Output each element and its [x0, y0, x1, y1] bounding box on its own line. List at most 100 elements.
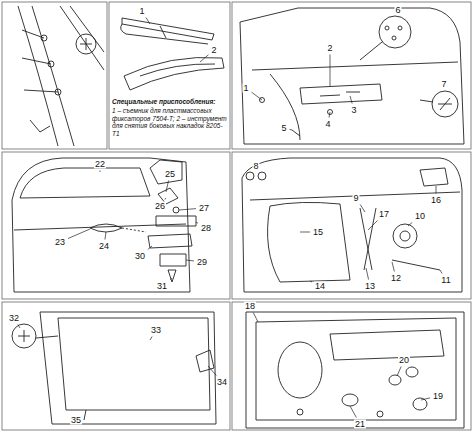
door-trim-view-stroke [270, 74, 300, 140]
callout-number: 1 [138, 7, 145, 16]
inner-door-panel [246, 312, 464, 428]
panel-frames-stroke [2, 2, 107, 149]
window-glass-view-stroke [58, 318, 210, 410]
door-exterior-view-stroke [150, 160, 182, 184]
callout-number: 13 [364, 282, 376, 291]
leader-line [186, 260, 194, 262]
a-pillar-view-stroke [32, 6, 74, 146]
leader-line [436, 186, 437, 194]
door-exterior-view [12, 158, 196, 292]
leader-line [368, 221, 378, 231]
door-exterior-view-stroke [14, 224, 186, 230]
door-stripped-view-stroke [268, 202, 350, 282]
callout-number: 10 [414, 212, 426, 221]
leader-line [166, 181, 169, 193]
door-exterior-view-stroke [173, 207, 179, 213]
door-exterior-view-stroke [168, 270, 176, 282]
window-glass-view-stroke [36, 336, 58, 338]
caption-text: Специальные приспособления: [112, 98, 228, 106]
leader-line [208, 366, 216, 376]
leader-line [360, 205, 365, 213]
callout-number: 29 [196, 258, 208, 267]
door-trim-view-stroke [300, 84, 382, 104]
door-trim-view-stroke [240, 8, 464, 144]
leader-line [253, 313, 258, 323]
leader-line [146, 18, 150, 25]
leader-line [310, 281, 312, 283]
callout-number: 25 [164, 170, 176, 179]
a-pillar-view-stroke [22, 30, 58, 92]
callout-number: 30 [134, 252, 146, 261]
callout-number: 26 [154, 202, 166, 211]
callout-number: 6 [394, 6, 401, 15]
special-tools-stroke [121, 24, 208, 44]
leader-line [350, 406, 356, 418]
leader-line [100, 171, 101, 173]
special-tools [121, 18, 224, 90]
callout-number: 22 [94, 160, 106, 169]
callout-number: 15 [312, 228, 324, 237]
leader-line [290, 129, 292, 131]
special-tools-stroke [160, 26, 166, 38]
leader-line [392, 262, 394, 272]
leader-line [18, 325, 20, 329]
window-glass-view [12, 312, 216, 424]
door-trim-view-stroke [432, 91, 458, 117]
special-tools-stroke [140, 64, 215, 76]
door-trim-view-stroke [420, 100, 433, 102]
door-exterior-view-stroke [122, 228, 146, 232]
leader-line [196, 222, 198, 223]
leader-line [252, 92, 262, 100]
callout-number: 24 [98, 242, 110, 251]
callout-number: 12 [390, 274, 402, 283]
callout-number: 17 [378, 210, 390, 219]
door-stripped-view-stroke [400, 231, 410, 241]
door-trim-view-stroke [392, 36, 396, 40]
a-pillar-view-stroke [18, 6, 58, 146]
callout-number: 23 [54, 238, 66, 247]
door-stripped-view-stroke [242, 158, 462, 292]
inner-door-panel-stroke [389, 375, 401, 385]
callout-number: 2 [210, 46, 217, 55]
a-pillar-view [18, 6, 104, 146]
callout-number: 8 [252, 162, 259, 171]
callout-number: 20 [398, 356, 410, 365]
callout-number: 9 [352, 194, 359, 203]
door-trim-view-stroke [398, 26, 402, 30]
inner-door-panel-stroke [413, 398, 427, 410]
leader-line [397, 367, 401, 377]
panel-frames-stroke [2, 152, 230, 299]
callout-number: 4 [324, 120, 331, 129]
door-stripped-view-stroke [420, 168, 448, 186]
callout-number: 7 [440, 80, 447, 89]
leader-line [329, 112, 331, 118]
door-exterior-view-stroke [12, 158, 190, 292]
inner-door-panel-stroke [406, 367, 418, 377]
door-trim-view-stroke [292, 130, 300, 136]
inner-door-panel-stroke [246, 312, 464, 428]
window-glass-view-stroke [84, 410, 86, 420]
leader-line [300, 232, 310, 233]
door-exterior-view-stroke [156, 216, 196, 226]
window-glass-view-stroke [196, 350, 214, 372]
panel-frames-stroke [232, 152, 471, 299]
callout-number: 5 [280, 124, 287, 133]
door-exterior-view-stroke [160, 254, 186, 266]
caption-text: 1 – съемник для пластмассовых фиксаторов… [112, 107, 228, 138]
callout-number: 32 [8, 314, 20, 323]
special-tools-stroke [122, 18, 214, 40]
panel-frames-stroke [2, 302, 230, 430]
leader-line [350, 96, 352, 104]
panel-frames-stroke [232, 2, 471, 149]
callout-number: 1 [242, 84, 249, 93]
callout-number: 31 [156, 282, 168, 291]
leader-line [330, 55, 331, 87]
leader-line [148, 246, 152, 250]
panel-frames-stroke [109, 2, 230, 149]
special-tools-stroke [124, 57, 224, 90]
inner-door-panel-stroke [278, 342, 322, 398]
leader-line [150, 337, 152, 341]
